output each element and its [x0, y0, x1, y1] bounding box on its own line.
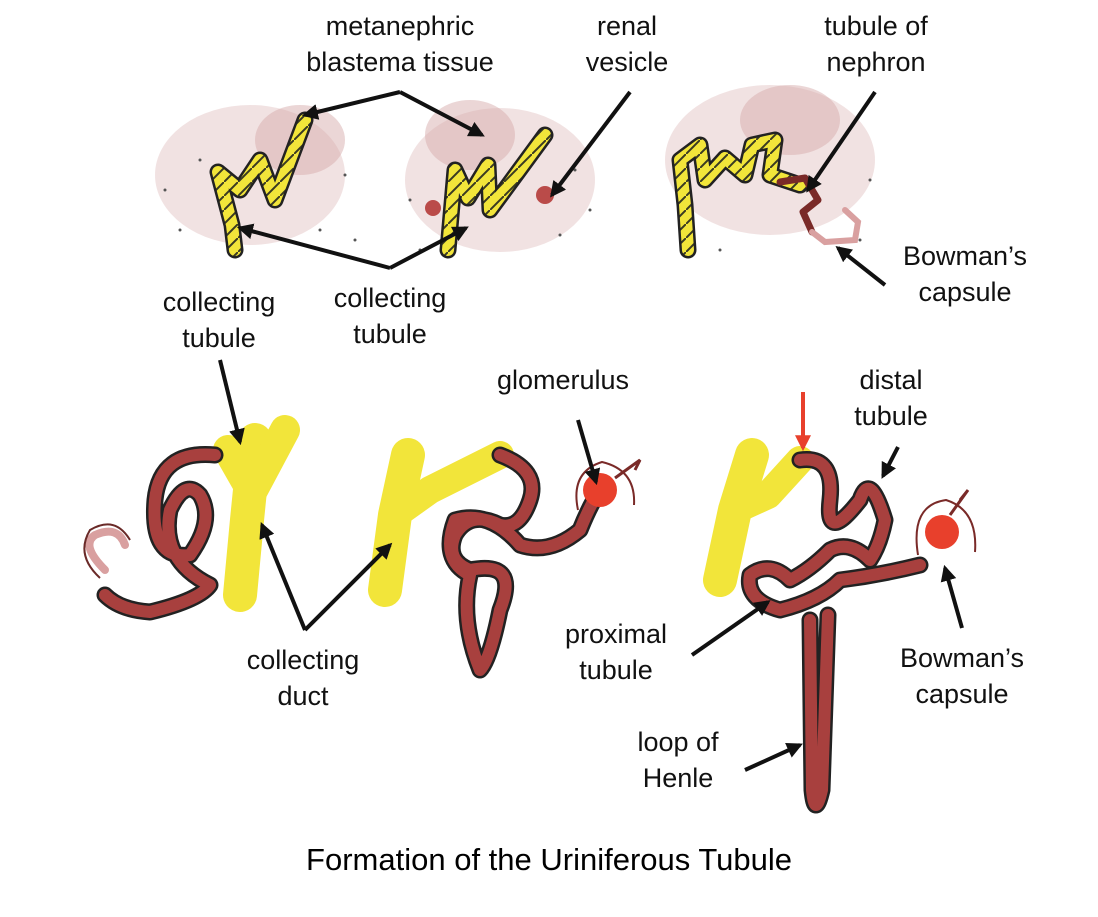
figure-caption: Formation of the Uriniferous Tubule: [306, 842, 792, 877]
collecting-tubule-stage-1: [209, 111, 314, 259]
glomerulus-1: [583, 473, 617, 507]
loop-of-henle-shape: [804, 609, 834, 811]
renal-vesicle-dot: [536, 186, 554, 204]
early-bowmans-capsule: [809, 207, 862, 246]
early-nephron-tubule: [776, 174, 822, 236]
nephron-panel-3: [703, 438, 977, 814]
collecting-tubule-stage-3: [671, 131, 862, 259]
collecting-tubule-stage-2: [425, 126, 554, 259]
vesicle-dot: [425, 200, 441, 216]
pointer-arrows: [218, 90, 964, 772]
label-glomerulus: glomerulus: [496, 365, 630, 395]
nephron-panel-1: [83, 415, 300, 621]
nephron-panel-2: [368, 438, 642, 679]
glomerulus-2: [925, 515, 959, 549]
